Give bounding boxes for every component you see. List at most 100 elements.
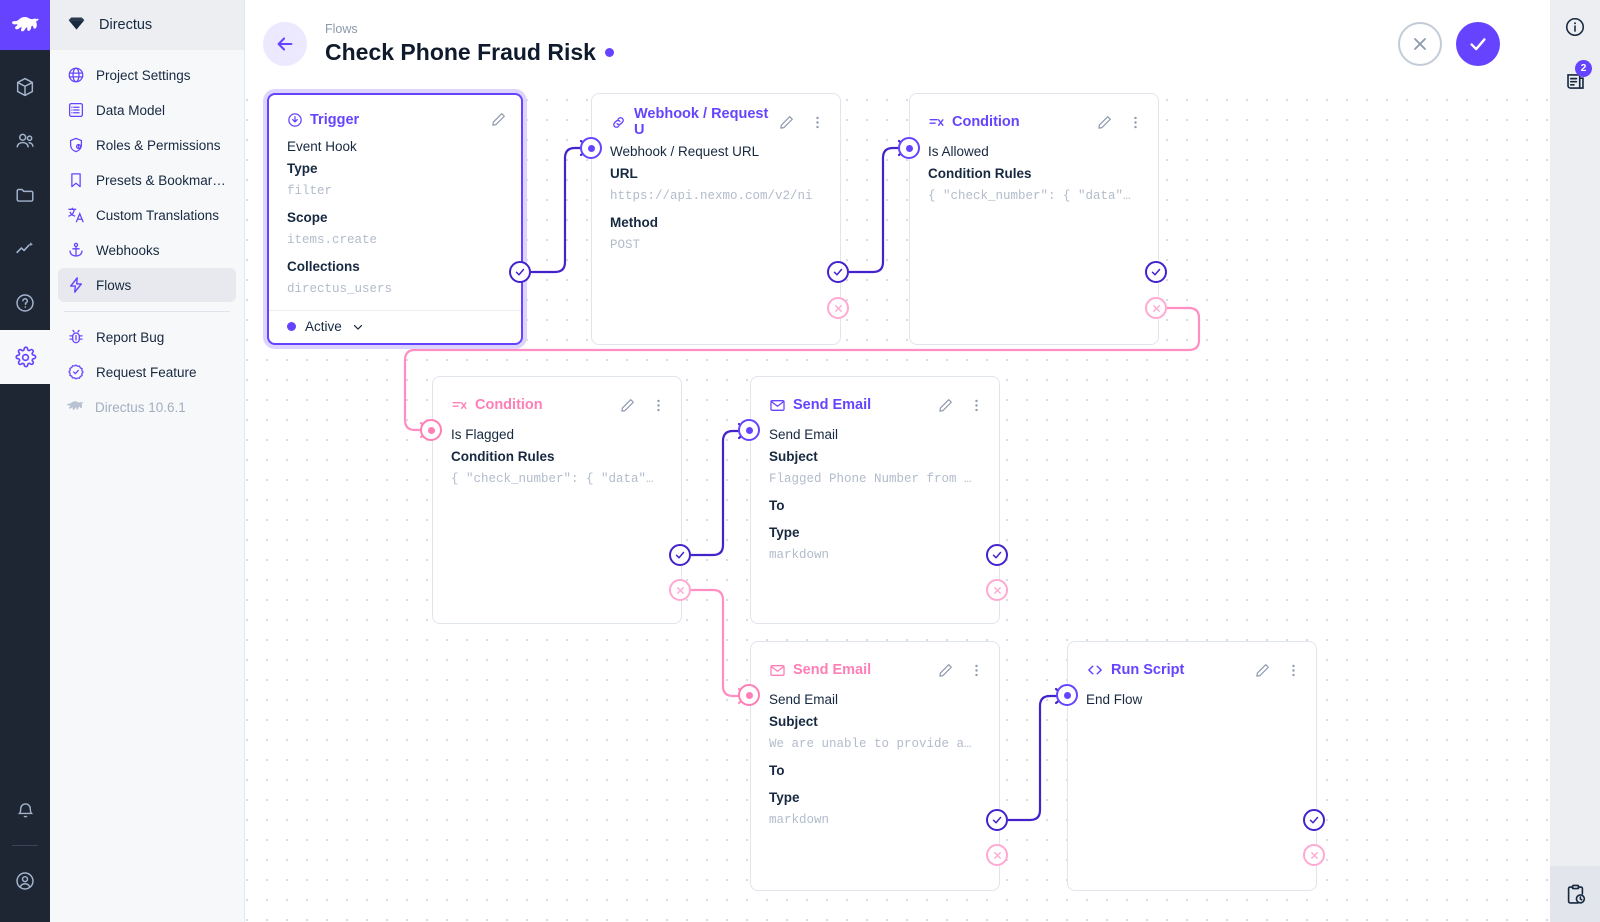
panel-title: Trigger — [310, 111, 360, 128]
connector-node-success[interactable] — [1145, 261, 1167, 283]
connector-node-success[interactable] — [827, 261, 849, 283]
rail-item-settings-icon[interactable] — [0, 330, 50, 384]
connector-node-input[interactable] — [738, 419, 760, 441]
rail-item-folder-icon[interactable] — [0, 168, 50, 222]
rail-item-insights-icon[interactable] — [0, 222, 50, 276]
right-sidebar: 2 — [1550, 0, 1600, 922]
connector-node-success[interactable] — [669, 544, 691, 566]
more-options-icon[interactable] — [650, 397, 667, 414]
connector-node-input[interactable] — [898, 137, 920, 159]
mail-icon — [769, 662, 786, 679]
save-button[interactable] — [1456, 22, 1500, 66]
sidebar-item-project-settings[interactable]: Project Settings — [58, 58, 236, 92]
sidebar-item-flows[interactable]: Flows — [58, 268, 236, 302]
trigger-bolt-icon — [287, 112, 303, 128]
panel-body: Send Email Subject Flagged Phone Number … — [751, 419, 999, 576]
field-value: markdown — [769, 813, 830, 827]
clipboard-clock-icon[interactable] — [1550, 866, 1600, 922]
logs-icon[interactable]: 2 — [1550, 54, 1600, 108]
more-options-icon[interactable] — [968, 662, 985, 679]
sidebar-item-presets-bookmarks[interactable]: Presets & Bookmar… — [58, 163, 236, 197]
connector-node-input[interactable] — [738, 684, 760, 706]
breadcrumb[interactable]: Flows — [325, 22, 358, 36]
flow-panel-condition-is-flagged[interactable]: Condition Is Flagged Condition Rules { "… — [432, 376, 682, 624]
rail-item-bell-icon[interactable] — [0, 783, 50, 837]
back-button[interactable] — [263, 22, 307, 66]
field-value: items.create — [287, 232, 378, 247]
panel-body: Is Allowed Condition Rules { "check_numb… — [910, 136, 1158, 217]
sidebar-item-request-feature[interactable]: Request Feature — [58, 355, 236, 389]
more-options-icon[interactable] — [1127, 114, 1144, 131]
sidebar-item-custom-translations[interactable]: Custom Translations — [58, 198, 236, 232]
panel-header: Send Email — [751, 642, 999, 684]
edit-icon[interactable] — [937, 397, 954, 414]
connector-node-input[interactable] — [580, 137, 602, 159]
panel-body: Send Email Subject We are unable to prov… — [751, 684, 999, 841]
panel-title: Run Script — [1111, 662, 1185, 678]
flow-status-dropdown[interactable]: Active — [269, 309, 521, 343]
info-icon[interactable] — [1550, 0, 1600, 54]
field-label: Collections — [287, 258, 360, 274]
sidebar-item-label: Project Settings — [96, 67, 191, 83]
rail-divider — [12, 845, 38, 846]
field-label: Subject — [769, 449, 818, 464]
sidebar-item-report-bug[interactable]: Report Bug — [58, 320, 236, 354]
globe-icon — [66, 66, 85, 85]
more-options-icon[interactable] — [968, 397, 985, 414]
logs-badge: 2 — [1575, 60, 1592, 77]
panel-body: End Flow — [1068, 684, 1316, 721]
flow-panel-send-email-unable[interactable]: Send Email Send Email Subject We are una… — [750, 641, 1000, 891]
connector-node-success[interactable] — [1303, 809, 1325, 831]
rail-item-content-box-icon[interactable] — [0, 60, 50, 114]
bolt-icon — [66, 276, 85, 295]
mail-icon — [769, 397, 786, 414]
rail-item-account-icon[interactable] — [0, 854, 50, 908]
connector-node-reject[interactable] — [827, 297, 849, 319]
flow-panel-condition-is-allowed[interactable]: Condition Is Allowed Condition Rules { "… — [909, 93, 1159, 345]
field-value: markdown — [769, 548, 830, 562]
sidebar-header[interactable]: Directus — [50, 0, 244, 50]
edit-icon[interactable] — [778, 114, 795, 131]
connector-node-input[interactable] — [420, 419, 442, 441]
edit-icon[interactable] — [1096, 114, 1113, 131]
edit-icon[interactable] — [1254, 662, 1271, 679]
connector-node-reject[interactable] — [986, 844, 1008, 866]
field-label: To — [769, 498, 785, 513]
more-options-icon[interactable] — [809, 114, 826, 131]
connector-node-reject[interactable] — [986, 579, 1008, 601]
flow-panel-send-email-flagged[interactable]: Send Email Send Email Subject Flagged Ph… — [750, 376, 1000, 624]
rail-item-help-icon[interactable] — [0, 276, 50, 330]
directus-logo[interactable] — [0, 0, 50, 50]
more-options-icon[interactable] — [1285, 662, 1302, 679]
edit-icon[interactable] — [490, 111, 507, 128]
edit-icon[interactable] — [937, 662, 954, 679]
connector-node-reject[interactable] — [1145, 297, 1167, 319]
connector-node-reject[interactable] — [669, 579, 691, 601]
rail-item-users-icon[interactable] — [0, 114, 50, 168]
bug-icon — [66, 328, 85, 347]
connector-node-input[interactable] — [1056, 684, 1078, 706]
code-icon — [1086, 661, 1104, 679]
field-label: To — [769, 763, 785, 778]
sidebar-item-roles-permissions[interactable]: Roles & Permissions — [58, 128, 236, 162]
panel-title-group: Send Email — [769, 662, 929, 679]
sidebar-item-label: Data Model — [96, 102, 166, 118]
panel-operation: Is Allowed — [928, 144, 989, 159]
sidebar-item-label: Custom Translations — [96, 207, 220, 223]
connector-node-reject[interactable] — [1303, 844, 1325, 866]
edit-icon[interactable] — [619, 397, 636, 414]
flow-panel-trigger[interactable]: Trigger Event Hook Type filter Scope ite… — [267, 93, 523, 345]
cancel-button[interactable] — [1398, 22, 1442, 66]
flow-panel-run-script[interactable]: Run Script End Flow — [1067, 641, 1317, 891]
connector-node-success[interactable] — [509, 261, 531, 283]
connector-node-success[interactable] — [986, 809, 1008, 831]
panel-body: Webhook / Request URL URL https://api.ne… — [592, 136, 840, 266]
sidebar-item-webhooks[interactable]: Webhooks — [58, 233, 236, 267]
rail-bottom-group — [0, 783, 50, 922]
sidebar-item-data-model[interactable]: Data Model — [58, 93, 236, 127]
status-label: Active — [305, 319, 342, 335]
panel-body: Is Flagged Condition Rules { "check_numb… — [433, 419, 681, 500]
connector-node-success[interactable] — [986, 544, 1008, 566]
flow-panel-webhook[interactable]: Webhook / Request U Webhook / Request UR… — [591, 93, 841, 345]
